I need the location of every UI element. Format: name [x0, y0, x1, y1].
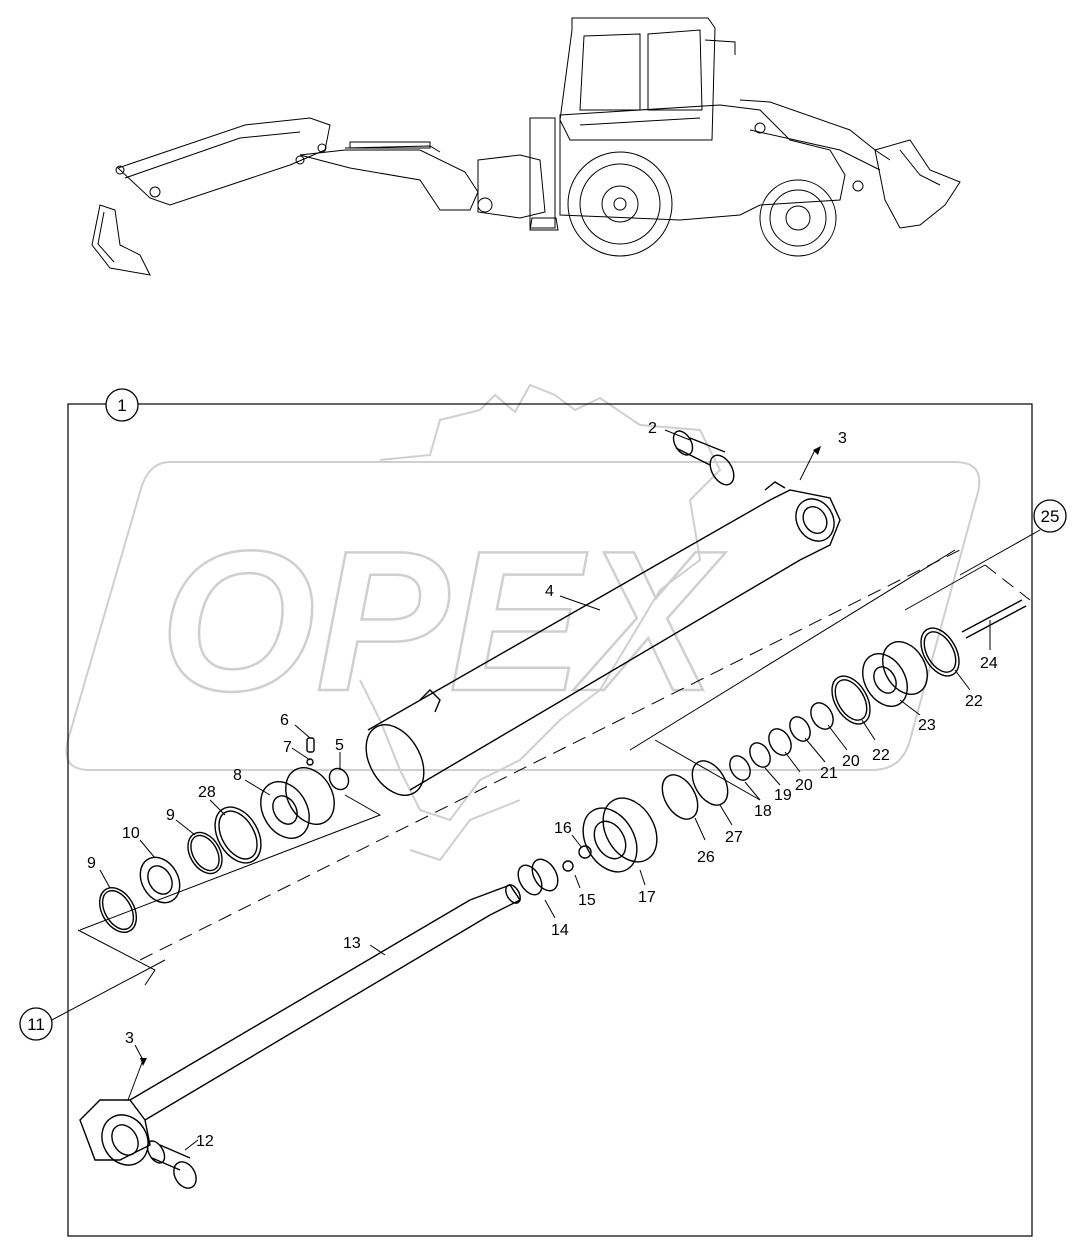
- part-label-16: 16: [554, 820, 572, 837]
- group-label-piston: 11: [27, 1015, 45, 1034]
- part-label-28: 28: [198, 784, 216, 801]
- backhoe-loader-illustration: [91, 17, 961, 276]
- part-label-17: 17: [638, 889, 656, 906]
- part-label-8: 8: [233, 767, 242, 784]
- part-label-21: 21: [820, 765, 838, 782]
- cylinder-barrel: [365, 481, 841, 796]
- part-label-5: 5: [335, 737, 344, 754]
- part-label-22a: 22: [872, 747, 890, 764]
- pointer-markers: [140, 446, 821, 1066]
- part-label-15: 15: [578, 892, 596, 909]
- part-label-9a: 9: [166, 807, 175, 824]
- part-label-23: 23: [918, 717, 936, 734]
- part-label-27: 27: [725, 829, 743, 846]
- part-label-3b: 3: [125, 1030, 134, 1047]
- group-callouts: 25 11: [19, 499, 1067, 1041]
- part-label-9b: 9: [87, 855, 96, 872]
- piston-rod: [79, 884, 522, 1166]
- leader-lines: [47, 429, 1041, 1151]
- bushing-bottom: [146, 1140, 197, 1189]
- part-label-4: 4: [545, 583, 554, 600]
- part-label-18: 18: [754, 803, 772, 820]
- part-label-12: 12: [196, 1133, 214, 1150]
- part-label-19: 19: [774, 787, 792, 804]
- part-label-22b: 22: [965, 693, 983, 710]
- group-label-rod-seal: 25: [1041, 507, 1060, 526]
- opex-watermark: OPEX: [65, 383, 981, 862]
- part-label-2: 2: [648, 420, 657, 437]
- part-labels: 2 3 4 5 6 7 8 28 9 10 9 13 3 12 14 15 16…: [87, 420, 998, 1150]
- bushing-top: [672, 430, 735, 486]
- part-label-13: 13: [343, 935, 361, 952]
- part-label-6: 6: [280, 712, 289, 729]
- part-label-20a: 20: [795, 777, 813, 794]
- watermark-text: OPEX: [160, 510, 726, 733]
- part-label-24: 24: [980, 655, 998, 672]
- part-label-7: 7: [283, 739, 292, 756]
- assembly-frame: 1: [67, 388, 1033, 1237]
- part-label-14: 14: [551, 922, 569, 939]
- part-label-10: 10: [122, 825, 140, 842]
- part-label-3: 3: [838, 430, 847, 447]
- part-label-20b: 20: [842, 753, 860, 770]
- assembly-label: 1: [117, 396, 126, 415]
- assembly-guides: [77, 549, 1031, 986]
- part-label-26: 26: [697, 849, 715, 866]
